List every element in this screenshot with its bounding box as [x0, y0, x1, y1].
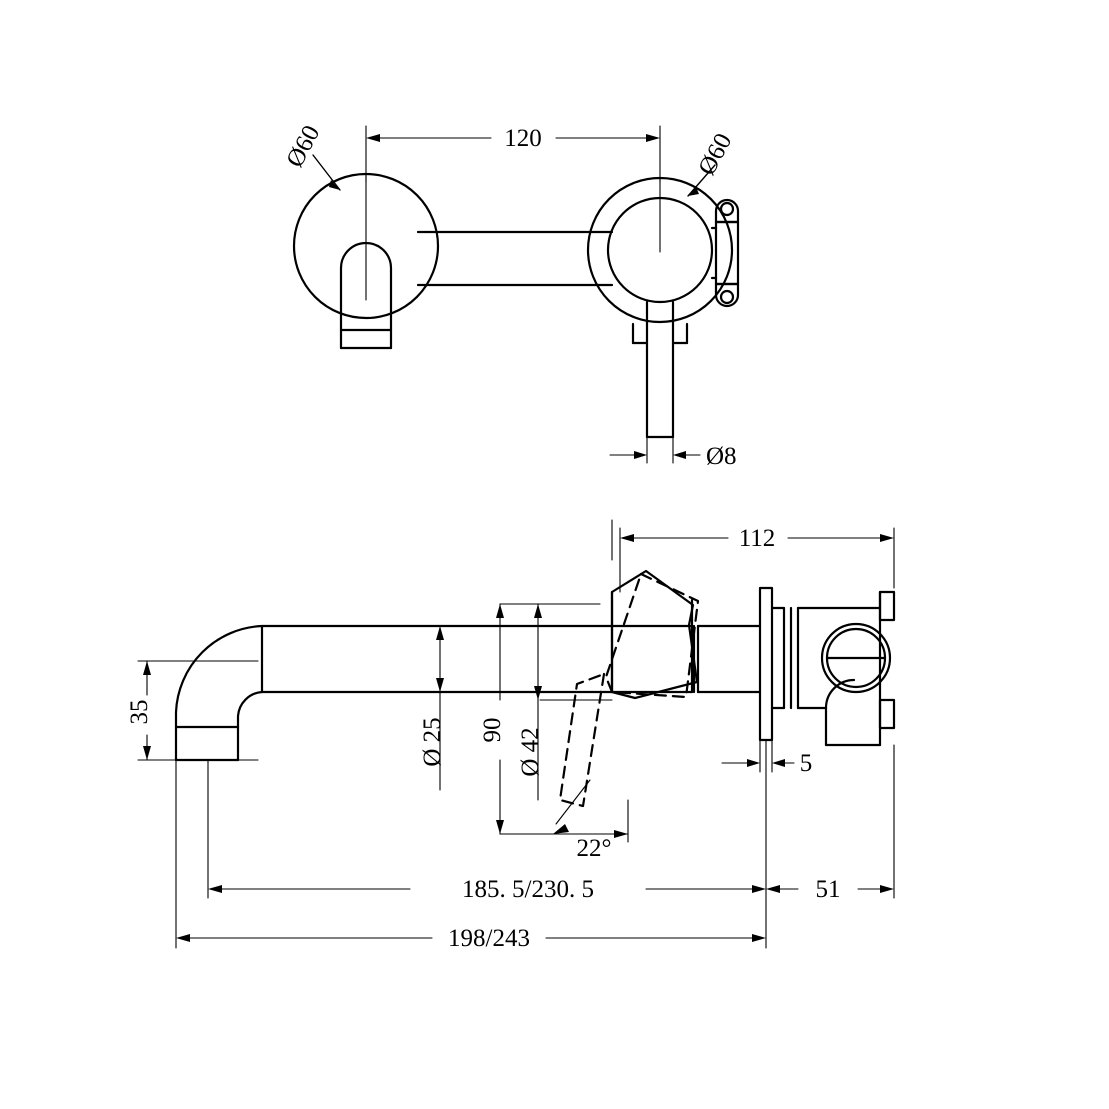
bracket-hole-top [719, 201, 735, 217]
front-elevation-view [292, 125, 740, 464]
dim-label-90: 90 [479, 718, 506, 743]
dim-112 [619, 527, 895, 593]
dim-label-51: 51 [816, 876, 841, 903]
dim-label-120: 120 [504, 125, 542, 152]
spout-outer-profile [174, 624, 614, 762]
side-section-view [137, 519, 896, 949]
dim-label-dia8: Ø8 [706, 443, 737, 470]
bracket-lug-bottom [714, 282, 740, 308]
bracket-lug-top [714, 198, 740, 224]
wall-flange-plate [758, 586, 774, 742]
dim-label-5: 5 [800, 750, 813, 777]
dim-label-112: 112 [739, 525, 776, 552]
dim-label-198-243: 198/243 [448, 925, 530, 952]
inlet-port-outer [820, 622, 892, 694]
dim-22deg [499, 779, 629, 843]
leader-dia60-left [312, 154, 341, 191]
housing-fillet [824, 678, 856, 710]
bracket-hole-bottom [719, 289, 735, 305]
dim-120 [365, 125, 661, 183]
dim-198-243 [175, 759, 767, 949]
dim-35 [137, 660, 259, 761]
dim-label-dia42: Ø 42 [517, 727, 544, 776]
dim-185-230 [207, 759, 767, 899]
dim-label-dia60-right: Ø60 [693, 129, 737, 180]
dim-51 [766, 744, 895, 899]
dim-label-185-230: 185. 5/230. 5 [462, 876, 594, 903]
handle-dashed-outline [558, 572, 700, 808]
dim-label-dia25: Ø 25 [419, 717, 446, 766]
housing-lug-bottom [878, 698, 896, 730]
dim-dia42 [534, 603, 613, 801]
dim-label-dia60-left: Ø60 [281, 121, 325, 172]
handle-solid-outline [610, 569, 699, 700]
dim-5 [721, 739, 795, 773]
housing-lug-top [878, 590, 896, 622]
dim-label-22deg: 22° [577, 835, 612, 862]
dim-dia25 [436, 625, 444, 791]
leader-dia60-right [687, 164, 716, 197]
dim-label-35: 35 [126, 700, 153, 725]
dim-dia8 [609, 436, 701, 464]
